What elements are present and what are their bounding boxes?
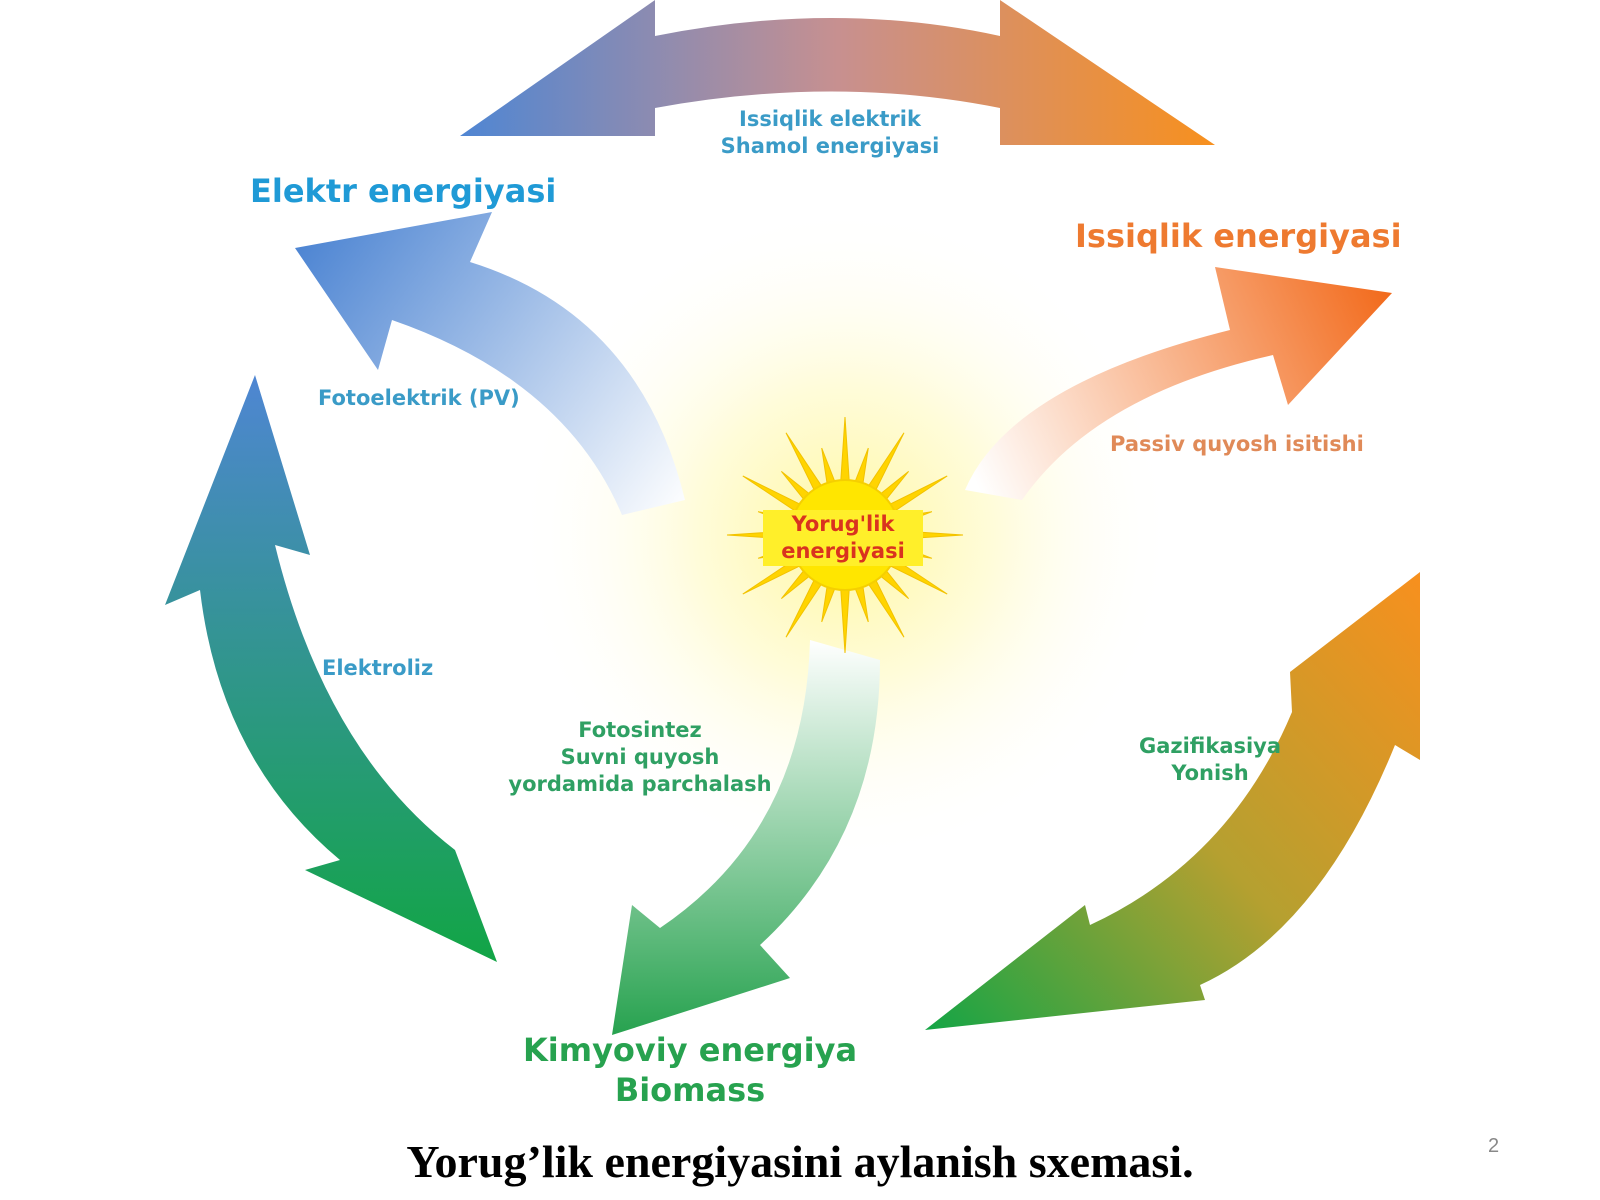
chemical-energy-label: Kimyoviy energiya Biomass xyxy=(495,1030,885,1110)
page-number: 2 xyxy=(1488,1135,1500,1157)
arrow-passive-heating xyxy=(965,267,1392,500)
process-photo-line1: Fotosintez xyxy=(578,718,702,742)
process-gas-line2: Yonish xyxy=(1171,761,1249,785)
chemical-energy-line2: Biomass xyxy=(614,1071,766,1109)
process-photo-line3: yordamida parchalash xyxy=(508,772,772,796)
process-label-passive-heating: Passiv quyosh isitishi xyxy=(1110,432,1364,456)
arrow-electric-thermal xyxy=(460,0,1215,145)
light-energy-line2: energiyasi xyxy=(781,539,905,563)
process-photo-line2: Suvni quyosh xyxy=(560,745,720,769)
arrow-thermal-chemical xyxy=(925,572,1420,1030)
thermal-energy-label: Issiqlik energiyasi xyxy=(1075,217,1402,255)
process-top-line1: Issiqlik elektrik xyxy=(739,107,921,131)
process-label-photosynthesis: Fotosintez Suvni quyosh yordamida parcha… xyxy=(480,717,800,798)
electric-energy-label: Elektr energiyasi xyxy=(250,172,557,210)
process-label-electrolysis: Elektroliz xyxy=(322,656,434,680)
arrow-electric-chemical xyxy=(165,375,497,962)
arrow-photovoltaic xyxy=(295,212,685,515)
process-label-photovoltaic: Fotoelektrik (PV) xyxy=(318,386,520,410)
arrow-photosynthesis xyxy=(612,640,880,1035)
process-label-gasification: Gazifikasiya Yonish xyxy=(1110,733,1310,787)
process-top-line2: Shamol energiyasi xyxy=(720,134,940,158)
process-label-top: Issiqlik elektrik Shamol energiyasi xyxy=(690,106,970,160)
slide-caption: Yorug’lik energiyasini aylanish sxemasi. xyxy=(406,1136,1194,1187)
process-gas-line1: Gazifikasiya xyxy=(1138,734,1282,758)
chemical-energy-line1: Kimyoviy energiya xyxy=(522,1031,858,1069)
light-energy-label: Yorug'lik energiyasi xyxy=(763,510,923,566)
light-energy-line1: Yorug'lik xyxy=(791,512,895,536)
